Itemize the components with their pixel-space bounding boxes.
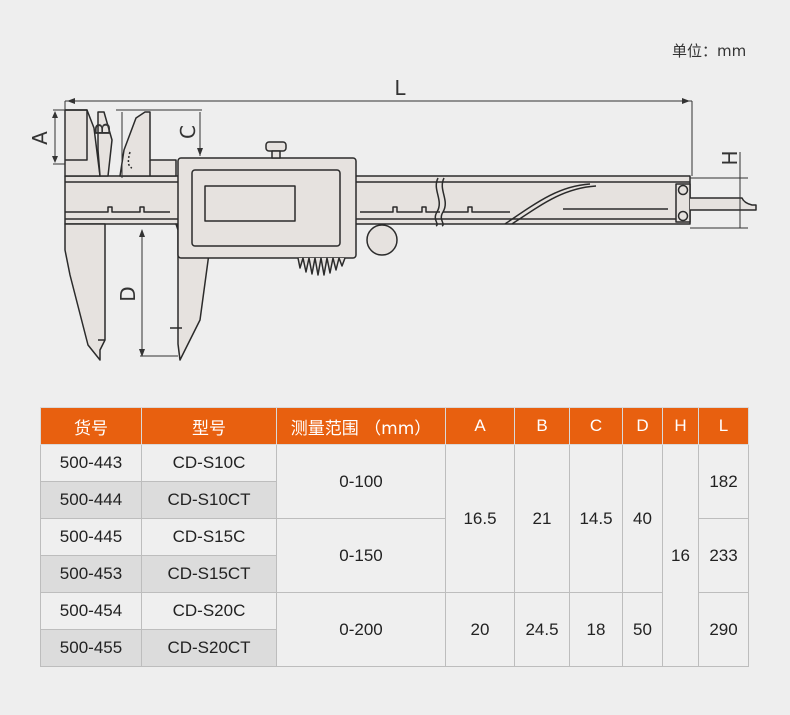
dimension-label-L: L [394,76,406,100]
cell-A: 16.5 [445,444,515,593]
header-C: C [569,407,623,445]
header-L: L [698,407,749,445]
cell-B: 21 [514,444,570,593]
table-row: 500-454 CD-S20C 0-200 20 24.5 18 50 290 [40,592,749,667]
cell-range: 0-150 [276,518,446,593]
cell-A: 20 [445,592,515,667]
lcd-display [204,185,296,222]
table-row: 500-443 CD-S10C 0-100 16.5 21 14.5 40 16… [40,444,749,667]
table-header-row: 货号 型号 测量范围 （mm） A B C D H L [40,407,749,445]
cell-model: CD-S20CT [141,629,277,667]
table-row: 500-445 CD-S15C 0-150 233 [40,518,749,593]
cell-H: 16 [662,444,699,667]
cell-code: 500-443 [40,444,142,482]
cell-code: 500-445 [40,518,142,556]
dimension-label-B: B [91,122,115,136]
cell-range: 0-200 [276,592,446,667]
header-range: 测量范围 （mm） [276,407,446,445]
dimension-label-C: C [176,125,200,139]
cell-range: 0-100 [276,444,446,519]
dimension-label-D: D [116,286,140,301]
cell-D: 50 [622,592,663,667]
cell-model: CD-S10C [141,444,277,482]
cell-D: 40 [622,444,663,593]
cell-B: 24.5 [514,592,570,667]
caliper-beam [64,175,691,225]
cell-code: 500-454 [40,592,142,630]
dimension-label-H: H [718,150,742,165]
header-A: A [445,407,515,445]
cell-model: CD-S15C [141,518,277,556]
cell-L: 290 [698,592,749,667]
table-row: 500-455 CD-S20CT [40,629,749,667]
header-model: 型号 [141,407,277,445]
cell-code: 500-453 [40,555,142,593]
dimension-label-A: A [28,131,52,145]
cell-model: CD-S20C [141,592,277,630]
unit-label: 单位：mm [672,42,747,60]
header-B: B [514,407,570,445]
cell-model: CD-S10CT [141,481,277,519]
cell-code: 500-455 [40,629,142,667]
header-D: D [622,407,663,445]
spec-table: 货号 型号 测量范围 （mm） A B C D H L 500-443 CD-S… [40,407,749,667]
header-code: 货号 [40,407,142,445]
cell-C: 14.5 [569,444,623,593]
table-row: 500-444 CD-S10CT [40,481,749,519]
cell-L: 182 [698,444,749,519]
cell-L: 233 [698,518,749,593]
header-H: H [662,407,699,445]
cell-code: 500-444 [40,481,142,519]
caliper-diagram: L A B C D H [28,76,757,361]
cell-model: CD-S15CT [141,555,277,593]
table-row: 500-453 CD-S15CT [40,555,749,593]
cell-C: 18 [569,592,623,667]
